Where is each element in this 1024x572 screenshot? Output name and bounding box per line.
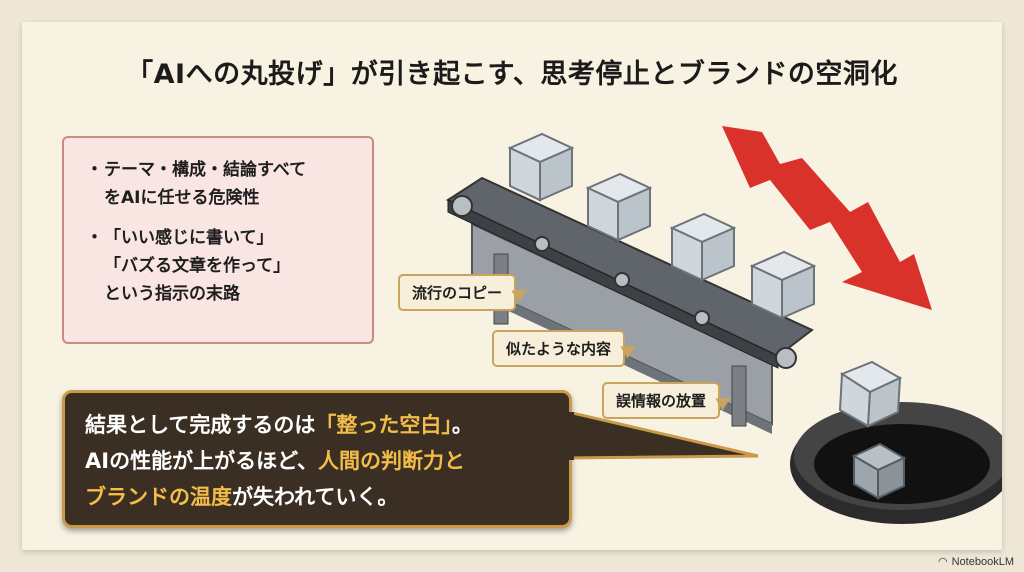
callout-line-2: AIの性能が上がるほど、人間の判断力と [85,443,549,479]
callout-text: AIの性能が上がるほど、 [85,449,319,473]
bullet-line: 「バズる文章を作って」 [104,256,291,276]
bullet-line: という指示の末路 [104,284,240,304]
callout-highlight: 人間の判断力と [318,449,466,473]
conveyor-illustration [445,126,1002,524]
decline-arrow-icon [722,126,932,310]
callout-text: が失われていく。 [232,485,399,509]
bullet-line: 「いい感じに書いて」 [104,228,274,248]
callout-line-1: 結果として完成するのは「整った空白」。 [85,407,549,443]
bullet-line: テーマ・構成・結論すべて [104,160,307,180]
bullet-item: ・ テーマ・構成・結論すべて をAIに任せる危険性 [86,156,358,212]
slide: 「AIへの丸投げ」が引き起こす、思考停止とブランドの空洞化 ・ テーマ・構成・結… [22,22,1002,550]
falling-cube-icon [851,442,907,500]
cube-icon [749,250,817,320]
callout-text: 。 [451,413,473,437]
bullet-line: をAIに任せる危険性 [104,188,260,208]
callout-text: 結果として完成するのは [85,413,316,437]
brand-name: NotebookLM [951,555,1014,568]
brand-mark: ◠ NotebookLM [938,555,1014,569]
bullet-box: ・ テーマ・構成・結論すべて をAIに任せる危険性 ・ 「いい感じに書いて」 「… [62,136,374,344]
bullet-dot: ・ [86,228,103,248]
cube-icon [507,132,575,202]
callout-highlight: ブランドの温度 [85,485,232,509]
callout-tail [568,412,759,460]
cube-icon [669,212,737,282]
callout-highlight: 「整った空白」 [315,413,452,437]
falling-cube-icon [838,360,903,428]
bullet-item: ・ 「いい感じに書いて」 「バズる文章を作って」 という指示の末路 [86,224,358,308]
tag-similar-content: 似たような内容 [492,330,626,367]
callout-line-3: ブランドの温度が失われていく。 [85,479,549,515]
notebooklm-logo-icon: ◠ [938,556,948,568]
slide-title: 「AIへの丸投げ」が引き起こす、思考停止とブランドの空洞化 [126,59,898,90]
tag-misinformation: 誤情報の放置 [602,382,721,419]
bullet-dot: ・ [86,160,103,180]
tag-trend-copy: 流行のコピー [398,274,517,311]
cube-icon [585,172,653,242]
conclusion-callout: 結果として完成するのは「整った空白」。 AIの性能が上がるほど、人間の判断力と … [62,390,572,528]
